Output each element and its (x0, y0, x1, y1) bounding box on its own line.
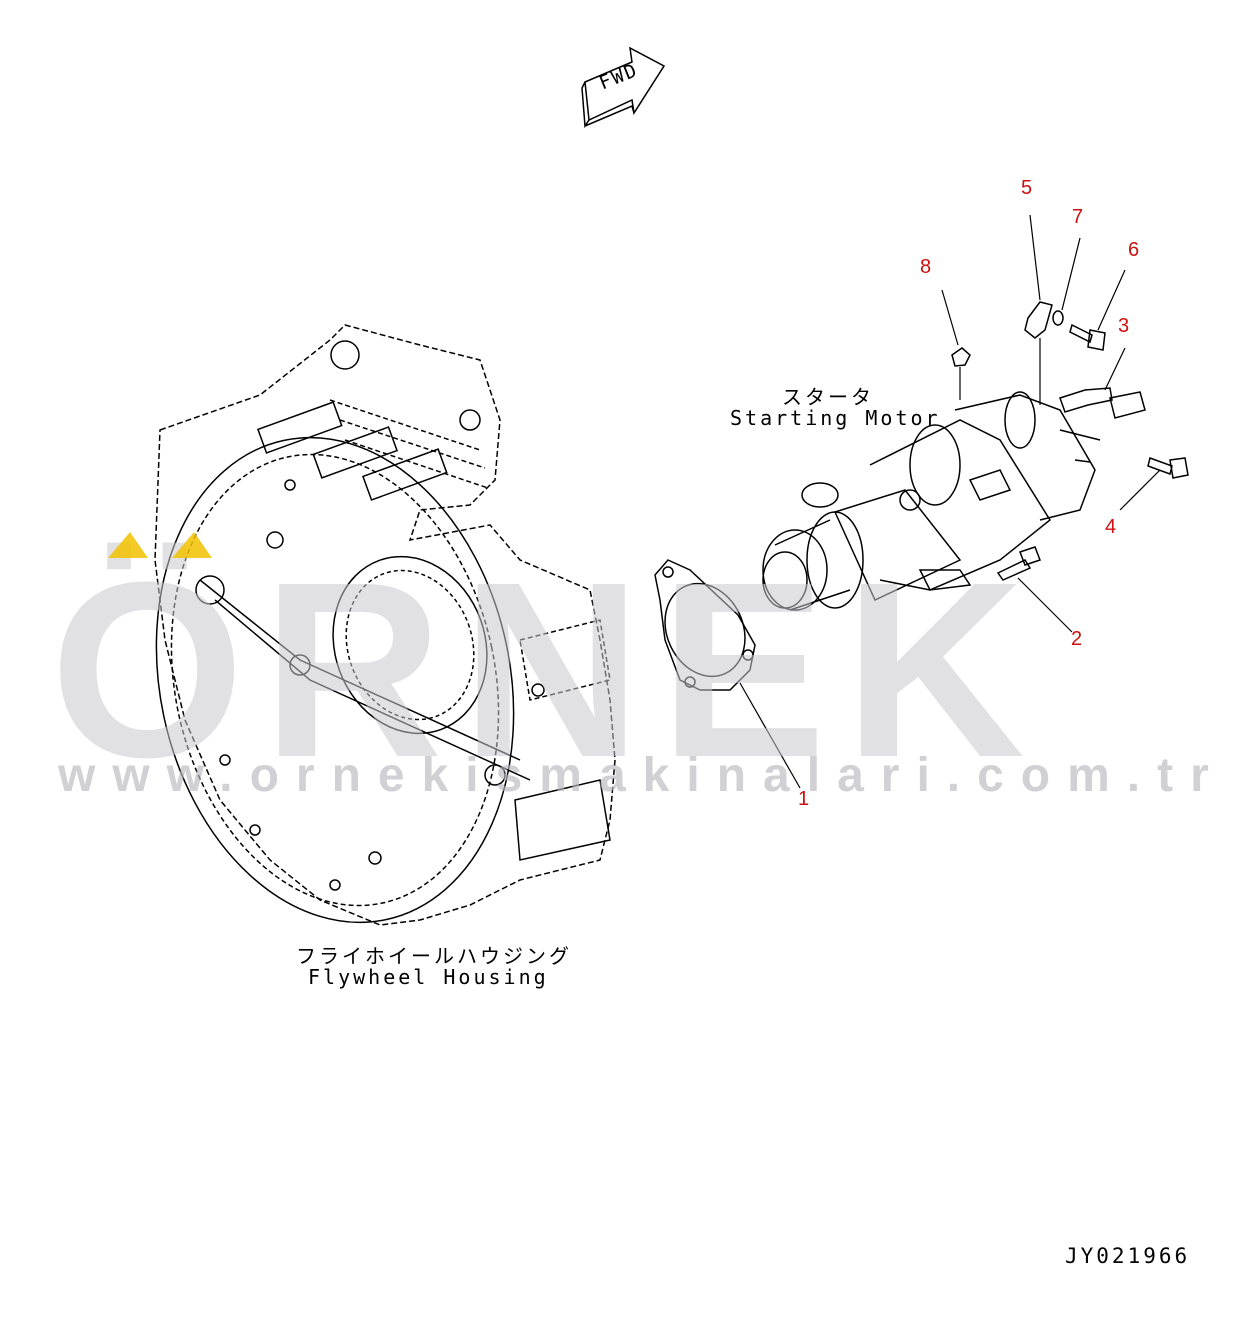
watermark-brand: ÖRNEK (50, 530, 1043, 809)
motor-label-en: Starting Motor (730, 406, 941, 430)
watermark-url: www.ornekismakinalari.com.tr (58, 749, 1226, 802)
callout-5: 5 (1021, 177, 1033, 199)
callout-6: 6 (1128, 239, 1140, 261)
housing-label-en: Flywheel Housing (308, 965, 549, 989)
callout-2: 2 (1071, 628, 1083, 650)
motor-label-jp: スタータ (782, 385, 874, 409)
fwd-arrow-icon (581, 46, 666, 129)
callout-4: 4 (1105, 516, 1117, 538)
housing-label-jp: フライホイールハウジング (296, 944, 572, 968)
leader-lines (739, 214, 1161, 789)
callout-1: 1 (798, 788, 810, 810)
gasket-drawing (654, 559, 756, 691)
flywheel-housing-drawing (154, 324, 616, 926)
starting-motor-drawing (762, 391, 1101, 611)
watermark-umlaut-icon (108, 532, 212, 558)
drawing-code: JY021966 (1065, 1244, 1191, 1268)
callout-3: 3 (1118, 315, 1130, 337)
callout-7: 7 (1072, 206, 1084, 228)
callout-8: 8 (920, 256, 932, 278)
hardware-parts (951, 301, 1189, 581)
